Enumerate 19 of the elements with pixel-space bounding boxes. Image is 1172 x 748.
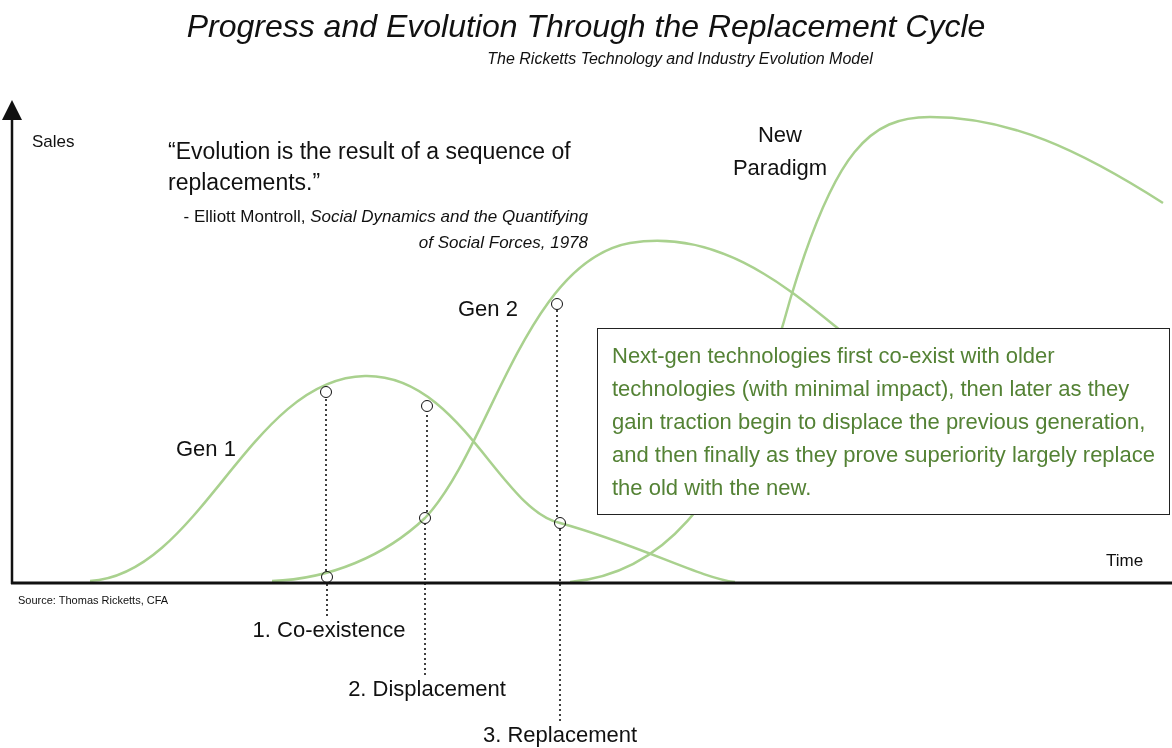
stage-label: 1. Co-existence [219, 616, 439, 644]
stage-label: 3. Replacement [450, 721, 670, 748]
dotted-leader-line [424, 523, 426, 676]
curve-label: Gen 1 [176, 436, 236, 462]
callout-box: Next-gen technologies first co-exist with older technologies (with minimal impact), then later as they gain traction begin to displace the previous generation, and then finally as they prove superiority largely replace the old with the new. [597, 328, 1170, 515]
curve-label: New Paradigm [731, 121, 829, 182]
curve-label: Gen 2 [458, 296, 518, 322]
axis-label: Time [1106, 551, 1144, 571]
quote-attribution: - Elliott Montroll, Social Dynamics and the Quantifying of Social Forces, 1978 [182, 206, 588, 254]
stage-label: 2. Displacement [317, 675, 537, 703]
quote-text: “Evolution is the result of a sequence of replacements.” [168, 137, 572, 197]
diagram-title: Progress and Evolution Through the Replacement Cycle [185, 8, 987, 45]
dotted-leader-line [325, 397, 327, 572]
dotted-leader-line [556, 309, 558, 518]
dotted-leader-line [326, 582, 328, 617]
source-note: Source: Thomas Ricketts, CFA [18, 594, 169, 606]
axis-label: Sales [32, 132, 75, 152]
subtitle: The Ricketts Technology and Industry Evolution Model [486, 50, 874, 68]
dotted-leader-line [559, 528, 561, 722]
